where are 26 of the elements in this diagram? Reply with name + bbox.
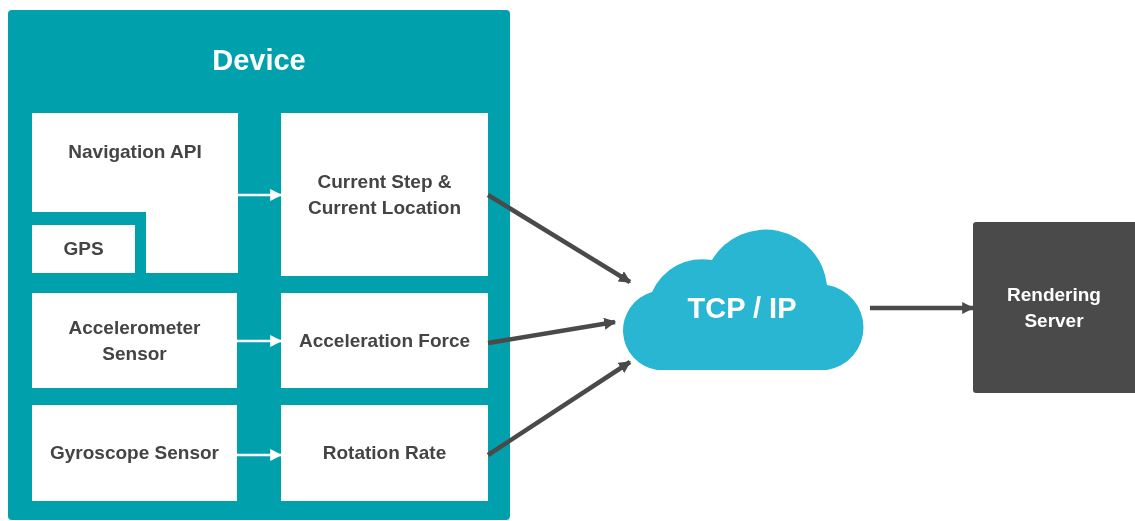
arrow (237, 449, 283, 461)
process-box (32, 293, 237, 388)
process-box (32, 405, 237, 501)
box-label: Accelerometer Sensor (67, 315, 202, 366)
device-panel (8, 10, 510, 520)
arrow (487, 317, 617, 346)
box-label: GPS (62, 237, 105, 262)
box-label: Acceleration Force (297, 328, 472, 353)
arrow (870, 302, 975, 314)
process-box (32, 113, 238, 273)
box-label: Gyroscope Sensor (49, 441, 220, 466)
server-label: Rendering Server (1006, 282, 1102, 333)
arrow (486, 360, 632, 457)
arrow (486, 193, 632, 284)
arrow (238, 189, 283, 201)
panel-title: Device (211, 44, 307, 77)
process-box (281, 293, 488, 388)
cloud-label: TCP / IP (687, 291, 797, 325)
box-label: Rotation Rate (321, 441, 448, 466)
process-box (281, 405, 488, 501)
box-label: Current Step & Current Location (306, 169, 463, 220)
box-label: Navigation API (67, 140, 203, 164)
arrow (237, 335, 283, 347)
server-box (973, 222, 1135, 393)
process-box (281, 113, 488, 276)
process-box (32, 212, 146, 273)
